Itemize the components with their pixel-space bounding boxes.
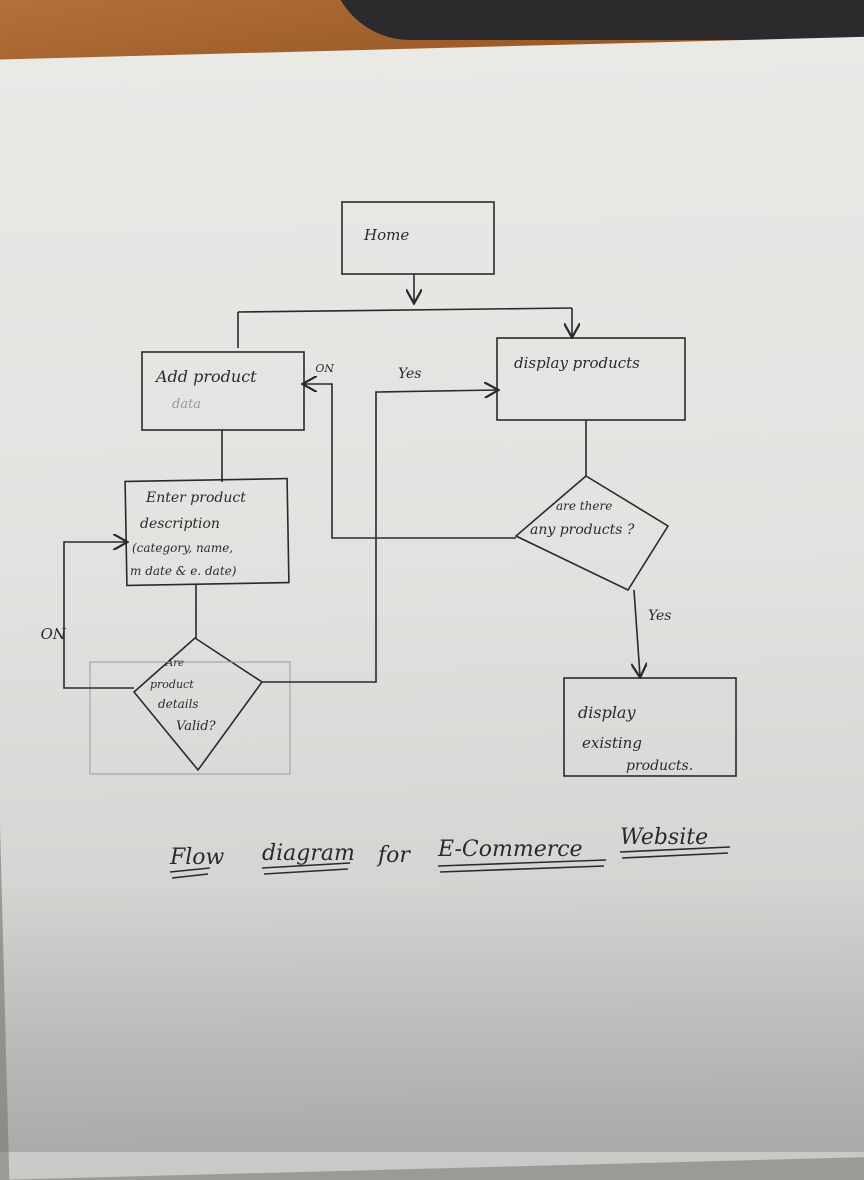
enter-product-line-3: (category, name, [132,541,233,555]
add-product-box [141,351,305,431]
home-label: Home [363,226,409,244]
enter-product-line-2: description [140,516,220,532]
caption-word-website: Website [620,825,708,850]
valid-line-3: details [158,697,199,711]
caption-word-ecommerce: E-Commerce [437,837,583,862]
display-existing-line-2: existing [582,734,642,752]
enter-product-line-1: Enter product [145,490,246,506]
enter-product-box [124,477,290,587]
display-existing-box [563,677,737,777]
caption-word-diagram: diagram [262,841,355,866]
home-box [341,201,495,275]
display-products-box [496,337,686,421]
valid-line-1: Are [165,658,184,669]
paper-shadow [0,880,864,1152]
edge-label-no-left: NO [41,624,67,642]
valid-line-2: product [150,678,194,691]
any-products-diamond [514,475,670,592]
caption-word-flow: Flow [169,845,225,870]
are-there-line-2: any products ? [530,522,635,538]
display-existing-line-1: display [578,703,636,722]
are-there-line-1: are there [556,499,612,513]
add-product-label: Add product [154,367,257,386]
details-valid-diamond [132,636,264,772]
laptop-edge [330,0,864,40]
valid-line-4: Valid? [176,719,217,734]
display-existing-line-3: products. [626,758,693,774]
edge-label-yes-right: Yes [648,608,672,624]
enter-product-line-4: m date & e. date) [130,564,237,578]
caption-word-for: for [376,843,411,868]
edge-label-yes-middle: Yes [398,366,422,382]
add-product-sublabel: data [172,397,201,412]
edge-label-no-middle: NO [315,361,335,374]
flow-diagram: Home Add product data Enter product desc… [41,201,737,879]
display-products-label: display products [514,354,640,372]
